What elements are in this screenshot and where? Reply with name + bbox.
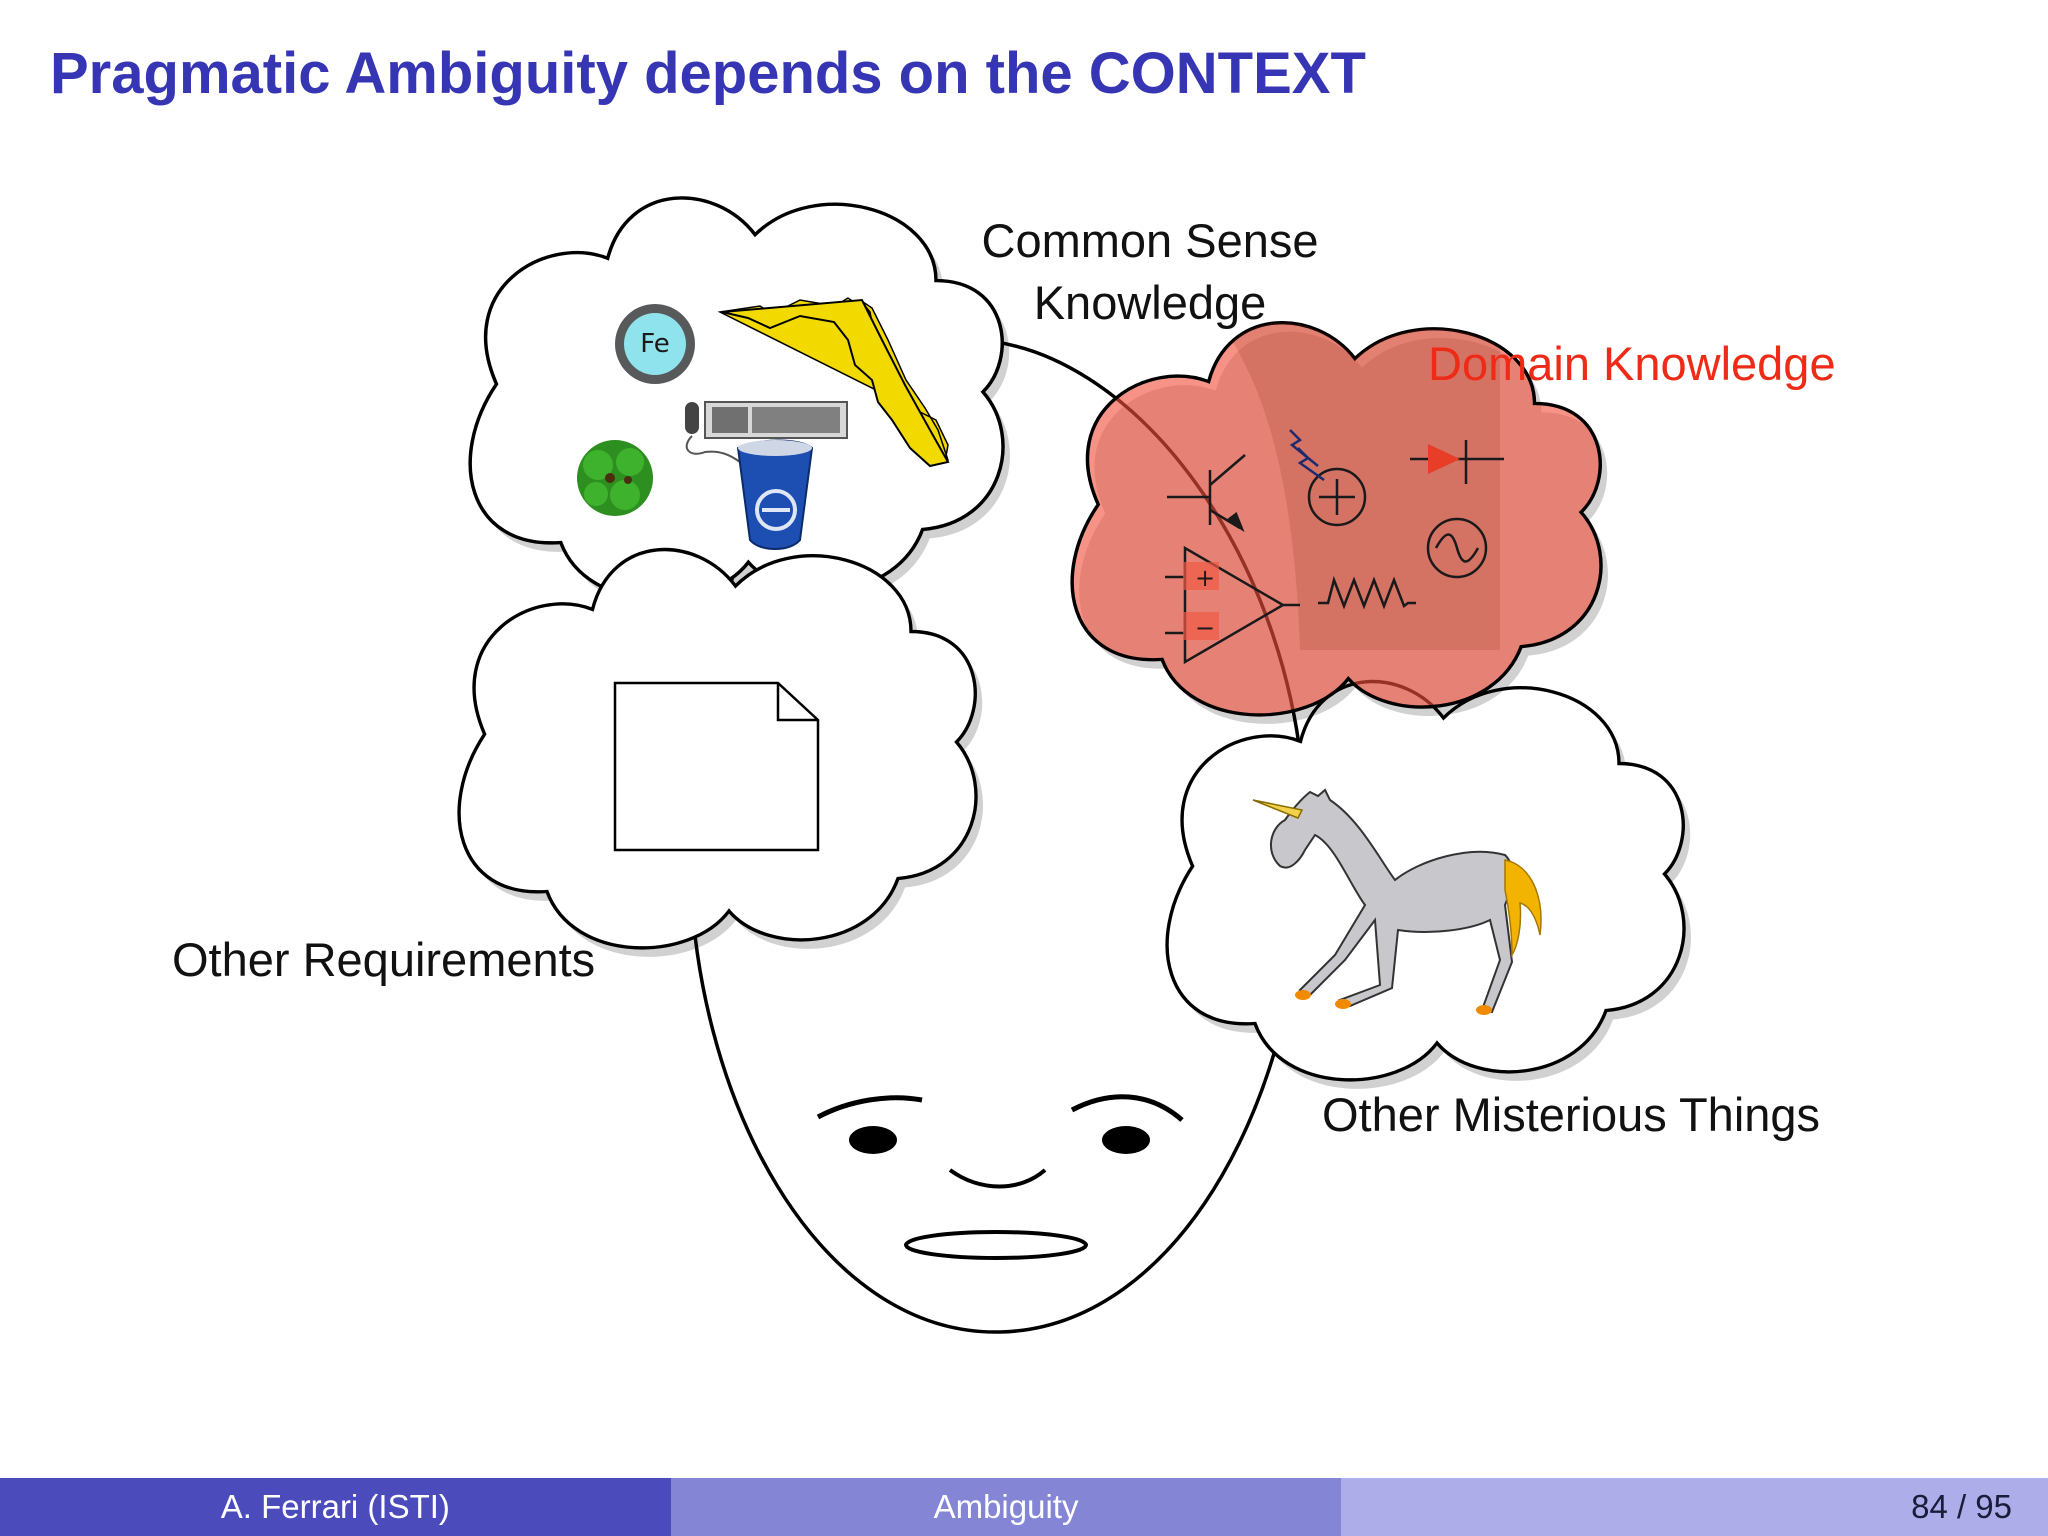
unicorn-icon (1252, 788, 1542, 1015)
common-sense-label: Common Sense Knowledge (960, 210, 1340, 334)
iron-element-icon: Fe (615, 304, 695, 384)
transistor-icon (1167, 454, 1246, 533)
florida-map-body-icon (721, 298, 950, 468)
other-requirements-label: Other Requirements (172, 933, 596, 986)
footer-page-number: 84 / 95 (1341, 1478, 2048, 1536)
face (816, 1094, 1184, 1260)
marijuana-plant-icon (577, 440, 653, 516)
resistor-icon (1318, 575, 1416, 610)
left-eyebrow (816, 1095, 923, 1120)
right-eyebrow (1070, 1094, 1184, 1122)
footer-bar: A. Ferrari (ISTI) Ambiguity 84 / 95 (0, 1478, 2048, 1536)
context-diagram: Fe (457, 196, 1691, 1334)
domain-knowledge-cloud: + − (1070, 320, 1608, 724)
mysterious-cloud (1165, 679, 1691, 1089)
opamp-icon (1165, 545, 1300, 665)
mouth-lips (904, 1230, 1088, 1260)
opamp-minus-sign: − (1195, 614, 1215, 642)
mysterious-things-label: Other Misterious Things (1322, 1088, 1821, 1141)
mouth-smile (948, 1168, 1047, 1189)
circuit-symbols (1165, 429, 1504, 665)
other-requirements-cloud (457, 547, 983, 957)
common-sense-label-line2: Knowledge (1033, 276, 1267, 329)
document-icon (613, 681, 820, 852)
diode-icon (1410, 440, 1504, 484)
unicorn-tail-icon (1504, 859, 1542, 958)
slide-title: Pragmatic Ambiguity depends on the CONTE… (50, 41, 1366, 106)
svg-text:Fe: Fe (640, 329, 670, 359)
opamp-plus-sign: + (1195, 564, 1215, 592)
right-eye (1102, 1126, 1150, 1154)
computer-icon (685, 401, 848, 550)
left-eye (849, 1126, 897, 1154)
common-sense-label-line1: Common Sense (981, 214, 1319, 267)
footer-topic: Ambiguity (670, 1478, 1342, 1536)
photodiode-icon (1289, 429, 1367, 527)
footer-author: A. Ferrari (ISTI) (0, 1478, 671, 1536)
domain-knowledge-label: Domain Knowledge (1428, 337, 1836, 390)
ac-source-icon (1426, 517, 1488, 579)
unicorn-horn-icon (1252, 799, 1304, 819)
common-sense-cloud: Fe (468, 196, 1011, 609)
